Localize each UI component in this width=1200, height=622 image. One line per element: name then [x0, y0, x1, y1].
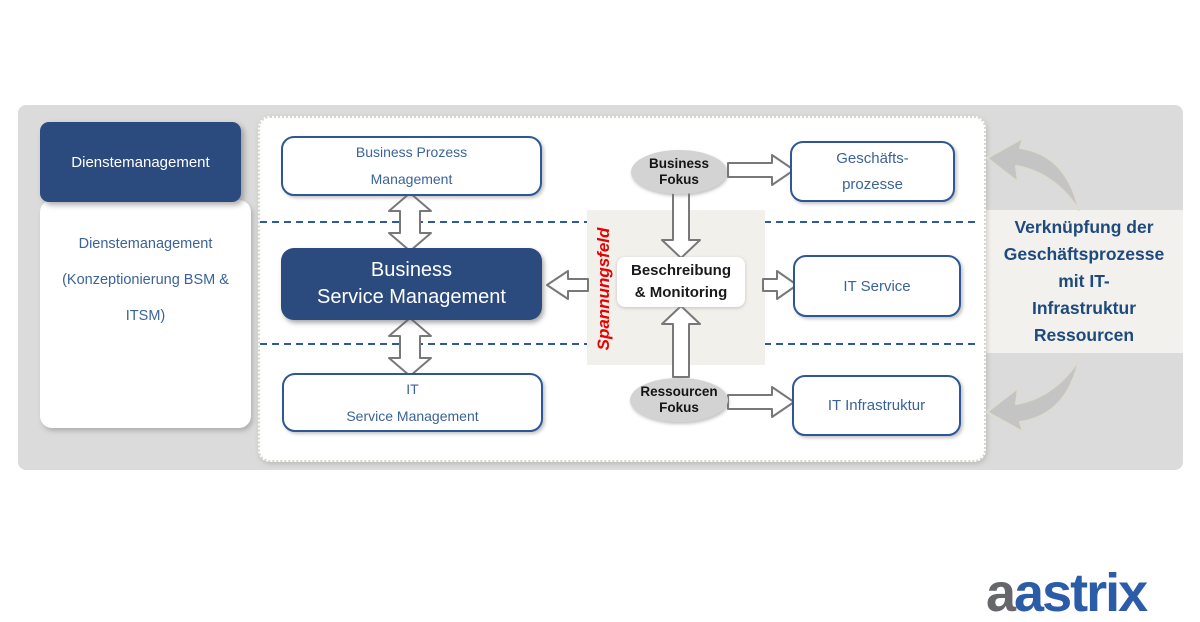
business-fokus-ellipse: Business Fokus — [631, 150, 727, 194]
dienstemanagement-header-box: Dienstemanagement — [40, 122, 241, 202]
tension-label: Spannungsfeld — [594, 227, 613, 351]
ressourcen-fokus-label: Ressourcen Fokus — [640, 384, 718, 415]
bsm-label: Business Service Management — [317, 259, 506, 308]
ressourcen-fokus-ellipse: Ressourcen Fokus — [630, 378, 728, 422]
dienstemanagement-header-label: Dienstemanagement — [71, 153, 210, 171]
business-prozess-management-box: Business Prozess Management — [281, 136, 542, 196]
it-infrastruktur-label: IT Infrastruktur — [827, 397, 926, 414]
itsm-label: IT Service Management — [346, 380, 479, 424]
logo-gray-part: a — [986, 563, 1016, 622]
aastrix-logo: aastrix — [986, 563, 1148, 622]
beschreibung-monitoring-label: Beschreibung & Monitoring — [630, 262, 732, 301]
logo-blue-part: astrix — [1014, 563, 1148, 622]
bpm-label: Business Prozess Management — [355, 144, 468, 187]
it-infrastruktur-box: IT Infrastruktur — [792, 375, 961, 436]
geschaeftsprozesse-box: Geschäfts- prozesse — [790, 141, 955, 202]
it-service-label: IT Service — [843, 277, 911, 295]
it-service-box: IT Service — [793, 255, 961, 317]
it-service-management-box: IT Service Management — [282, 373, 543, 432]
geschaeftsprozesse-label: Geschäfts- prozesse — [836, 149, 909, 193]
dienstemanagement-body-text: Dienstemanagement (Konzeptionierung BSM … — [62, 236, 229, 324]
beschreibung-monitoring-box: Beschreibung & Monitoring — [617, 257, 745, 307]
dienstemanagement-panel — [40, 200, 251, 428]
right-caption-strip: Verknüpfung der Geschäftsprozesse mit IT… — [985, 210, 1183, 353]
right-caption: Verknüpfung der Geschäftsprozesse mit IT… — [1003, 217, 1165, 345]
business-fokus-label: Business Fokus — [648, 156, 710, 187]
business-service-management-box: Business Service Management — [281, 248, 542, 320]
